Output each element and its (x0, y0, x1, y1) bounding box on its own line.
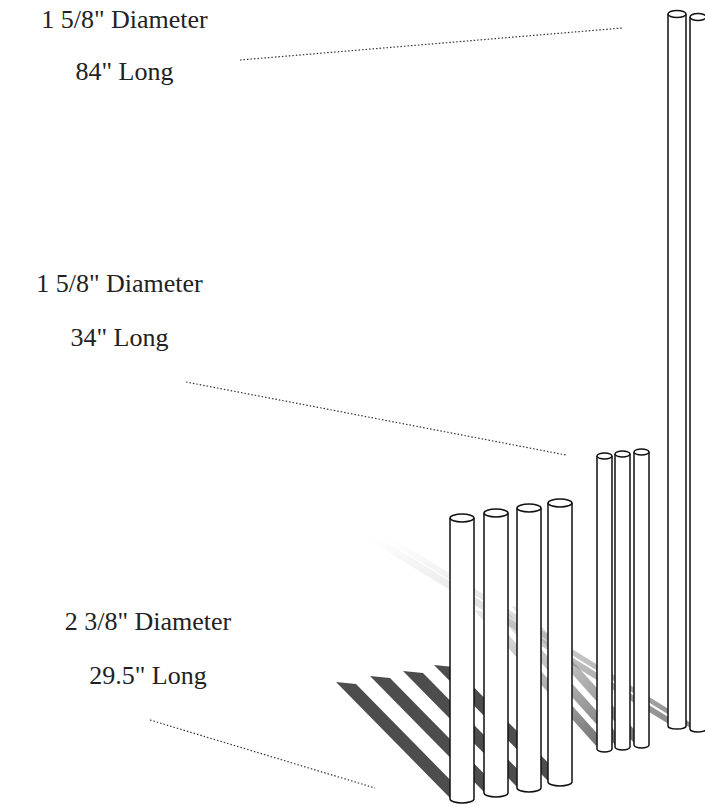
pipe (450, 499, 572, 803)
length-label: 84" Long (2, 57, 247, 87)
leader-line (150, 28, 622, 788)
diameter-label: 1 5/8" Diameter (2, 5, 247, 35)
length-label: 29.5" Long (28, 661, 268, 691)
pipe (597, 449, 649, 752)
length-label: 34" Long (2, 323, 237, 353)
pipe (668, 11, 705, 733)
diameter-label: 1 5/8" Diameter (2, 269, 237, 299)
diameter-label: 2 3/8" Diameter (28, 607, 268, 637)
